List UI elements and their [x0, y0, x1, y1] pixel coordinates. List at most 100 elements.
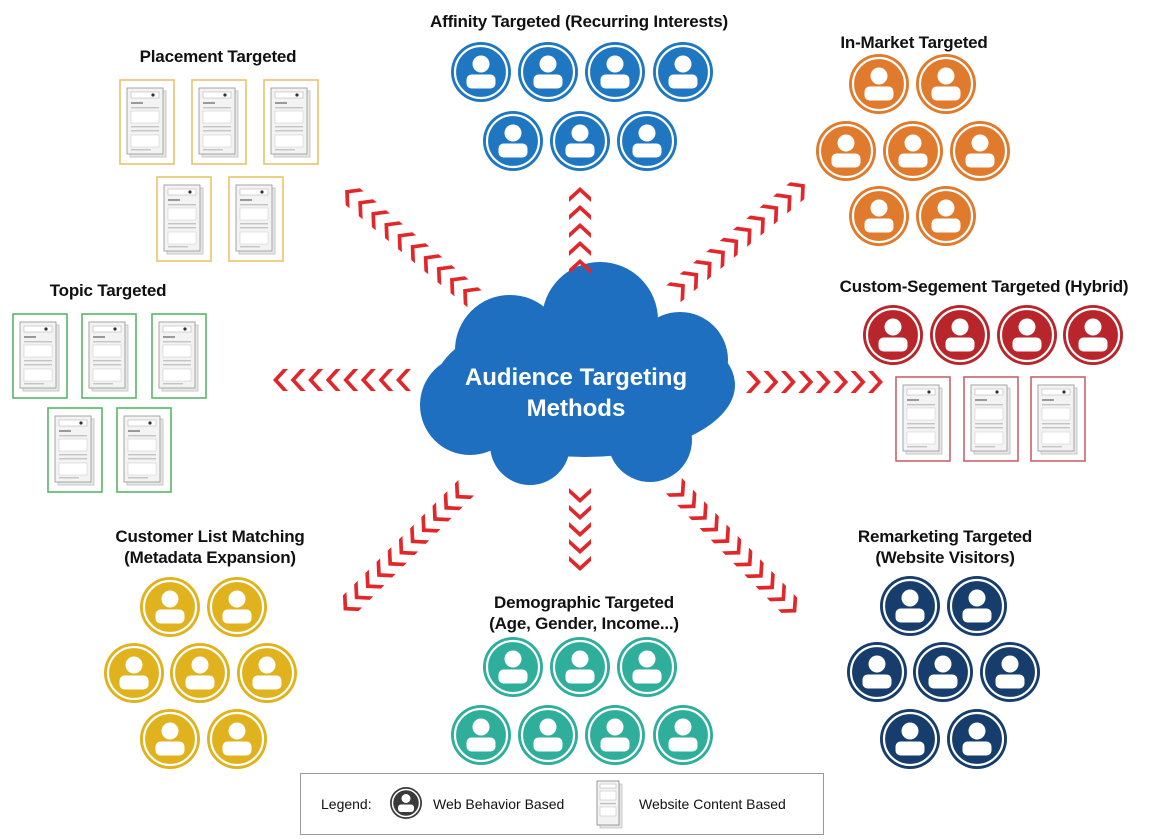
affinity-targeted-title: Affinity Targeted (Recurring Interests): [430, 12, 728, 31]
arrow-down-right-chevron-6: [721, 536, 742, 555]
website-content-icon: [596, 780, 623, 829]
remarketing-person-icon-5: [978, 640, 1042, 704]
arrow-up-left-chevron-5: [410, 243, 430, 264]
remarketing-person-icon-6: [878, 707, 942, 771]
arrow-up-chevron-4: [569, 205, 591, 220]
customer_list-person-icon-1: [138, 575, 202, 639]
placement-doc-icon-5: [228, 176, 284, 262]
arrow-right-chevron-5: [815, 371, 831, 393]
arrow-up-right-chevron-2: [679, 271, 699, 292]
arrow-down-right-chevron-1: [665, 478, 686, 497]
in_market-person-icon-3: [814, 119, 878, 183]
customer_list-person-icon-2: [205, 575, 269, 639]
legend-box: Legend: Web Behavior Based Website Conte…: [300, 773, 824, 835]
affinity-person-icon-6: [548, 109, 612, 173]
affinity-person-icon-4: [651, 40, 715, 104]
arrow-down-right-chevron-4: [699, 512, 719, 532]
arrow-down-chevron-2: [569, 505, 591, 520]
arrow-right-chevron-6: [833, 371, 849, 393]
arrow-left-chevron-5: [325, 369, 341, 391]
in_market-person-icon-1: [847, 52, 911, 116]
arrow-down-left-chevron-3: [432, 502, 452, 522]
arrow-down-left-chevron-11: [342, 591, 363, 612]
center-title-line2: Methods: [526, 395, 626, 422]
demographic-person-icon-7: [651, 703, 715, 767]
placement-doc-icon-2: [191, 79, 247, 165]
arrow-up-left-chevron-2: [449, 276, 469, 297]
affinity-person-icon-1: [449, 40, 513, 104]
remarketing-person-icon-2: [945, 574, 1009, 638]
arrow-up-left-chevron-4: [423, 254, 443, 275]
legend-title: Legend:: [321, 796, 372, 812]
remarketing-targeted-title: Remarketing Targeted (Website Visitors): [858, 526, 1032, 568]
affinity-person-icon-5: [481, 109, 545, 173]
arrow-down-left-chevron-4: [421, 513, 441, 533]
demographic-person-icon-2: [548, 635, 612, 699]
arrow-right-chevron-4: [798, 371, 814, 393]
arrow-up-left-chevron-10: [345, 188, 364, 209]
arrow-up-right-chevron-10: [786, 182, 805, 203]
topic-doc-icon-4: [47, 407, 103, 493]
arrow-up-right-chevron-5: [719, 237, 739, 258]
remarketing-person-icon-3: [845, 640, 909, 704]
arrow-down-right-chevron-3: [688, 501, 708, 521]
arrow-up-right-chevron-7: [746, 215, 765, 236]
arrow-left-chevron-8: [273, 369, 288, 391]
demographic-person-icon-3: [615, 635, 679, 699]
arrow-up-left-chevron-7: [384, 221, 403, 242]
arrow-up-left-chevron-6: [397, 232, 417, 253]
remarketing-person-icon-7: [945, 707, 1009, 771]
demographic-line1: Demographic Targeted: [494, 593, 674, 612]
arrow-down-right-chevron-8: [744, 559, 764, 579]
arrow-up-right-chevron-9: [773, 193, 792, 214]
in_market-person-icon-4: [881, 119, 945, 183]
affinity-person-icon-2: [516, 40, 580, 104]
remarketing-line1: Remarketing Targeted: [857, 527, 1033, 546]
arrow-down-left-chevron-7: [387, 547, 407, 567]
arrow-down-left-chevron-1: [454, 479, 475, 500]
customer-list-line1: Customer List Matching: [115, 527, 305, 546]
arrow-up-right-chevron-1: [666, 282, 685, 303]
arrow-down-left-chevron-2: [443, 491, 463, 511]
customer_list-person-icon-5: [235, 641, 299, 705]
arrow-up-chevron-3: [569, 223, 591, 238]
topic-doc-icon-3: [151, 313, 207, 399]
customer_list-person-icon-7: [205, 707, 269, 771]
arrow-down-right-chevron-9: [755, 570, 775, 590]
customer-list-matching-title: Customer List Matching (Metadata Expansi…: [115, 526, 304, 568]
placement-targeted-title: Placement Targeted: [139, 47, 297, 66]
arrow-down-right-chevron-11: [777, 594, 798, 613]
affinity-person-icon-7: [615, 109, 679, 173]
arrow-up-left-chevron-3: [436, 265, 456, 286]
arrow-down-right-chevron-10: [766, 582, 787, 602]
remarketing-person-icon-4: [911, 640, 975, 704]
arrow-down-chevron-1: [569, 488, 591, 503]
web-behavior-icon: [390, 787, 422, 819]
remarketing-line2: (Website Visitors): [875, 548, 1015, 567]
legend-content-label: Website Content Based: [639, 796, 786, 812]
arrow-down-right-chevron-7: [733, 547, 753, 567]
arrow-down-chevron-3: [569, 522, 591, 537]
demographic-line2: (Age, Gender, Income...): [489, 614, 679, 633]
custom_segment-person-icon-1: [861, 303, 925, 367]
customer_list-person-icon-3: [102, 641, 166, 705]
placement-doc-icon-1: [119, 79, 175, 165]
demographic-person-icon-4: [449, 703, 513, 767]
remarketing-person-icon-1: [878, 574, 942, 638]
arrow-left-chevron-2: [378, 369, 394, 391]
arrow-down-chevron-5: [569, 556, 591, 571]
arrow-left-chevron-6: [308, 369, 324, 391]
arrow-right-chevron-1: [746, 371, 761, 393]
arrow-up-right-chevron-8: [759, 204, 779, 225]
arrow-left-chevron-1: [396, 369, 411, 391]
in_market-person-icon-2: [914, 52, 978, 116]
direction-arrows: [273, 182, 883, 613]
custom_segment-doc-icon-1: [895, 376, 951, 462]
arrow-down-left-chevron-6: [398, 535, 419, 556]
arrow-up-right-chevron-3: [693, 259, 712, 281]
in_market-person-icon-6: [847, 184, 911, 248]
center-title: Audience Targeting Methods: [465, 362, 687, 424]
legend-behavior-label: Web Behavior Based: [433, 796, 565, 812]
arrow-down-left-chevron-5: [410, 524, 430, 544]
